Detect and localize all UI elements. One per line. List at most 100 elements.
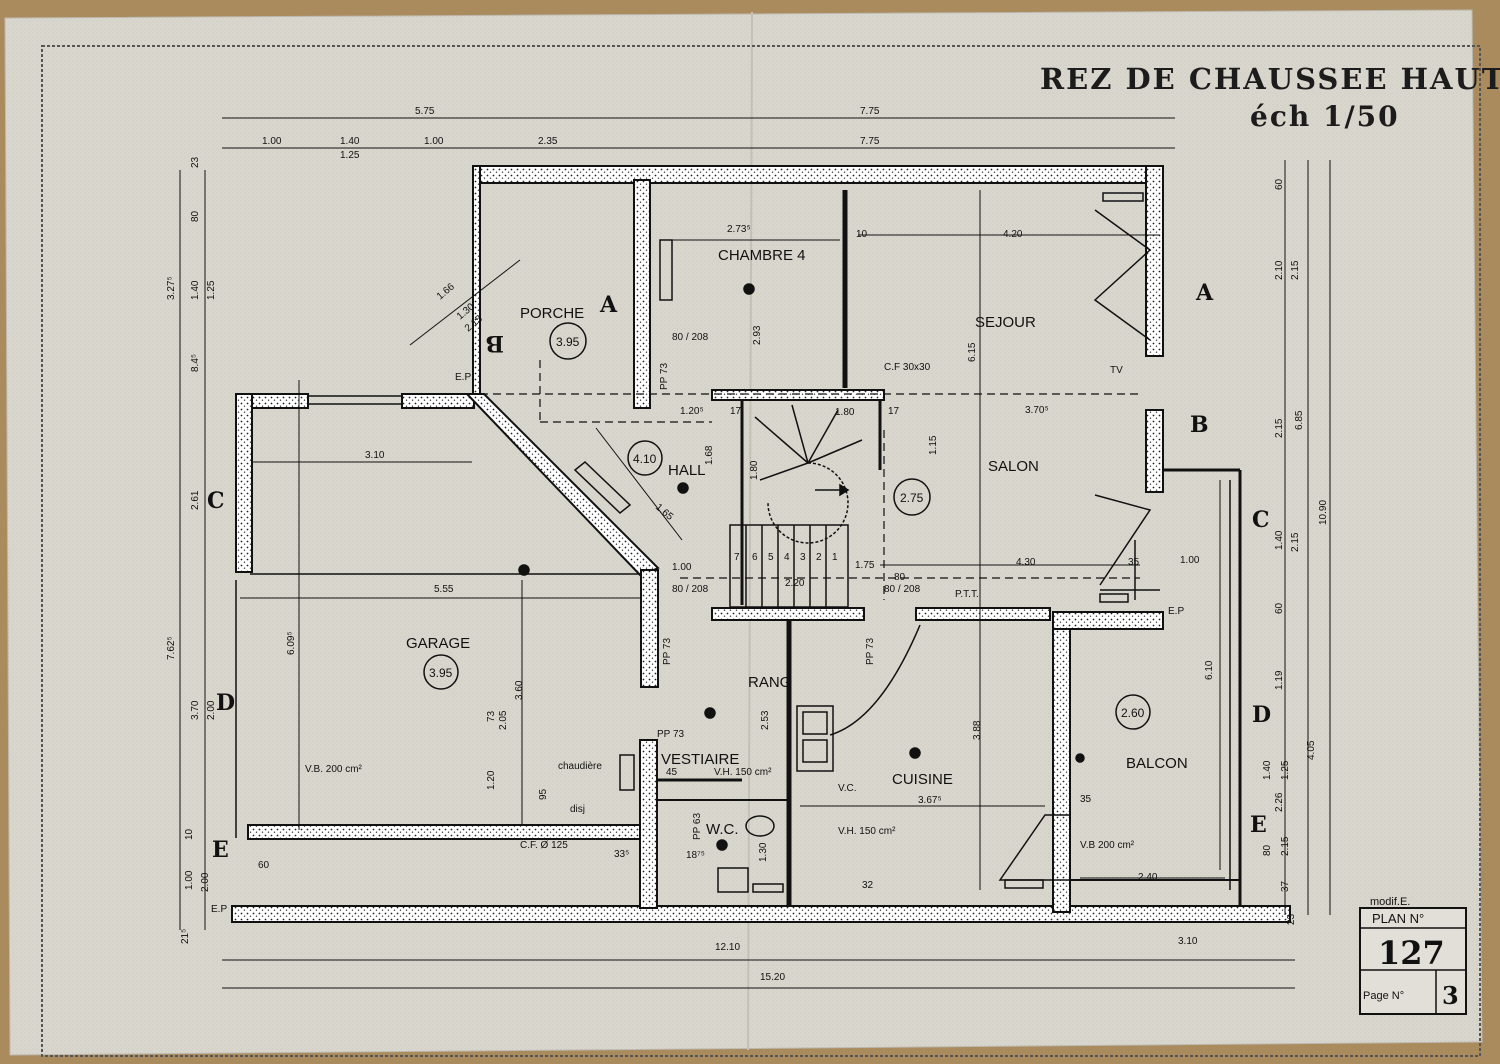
cartouche-modif: modif.E. xyxy=(1370,896,1410,908)
dim-top-125: 1.25 xyxy=(340,150,360,161)
dim-balcon-610: 6.10 xyxy=(1204,660,1215,680)
dim-kitchen-80: 80 xyxy=(894,572,906,583)
wall-bottom xyxy=(231,905,1291,923)
wall-garage-diagonal xyxy=(464,393,660,578)
wall-garage-top-right xyxy=(401,393,475,409)
annotation-vh-kitchen: V.H. 150 cm² xyxy=(838,826,896,837)
dim-top-775b: 7.75 xyxy=(860,136,880,147)
dim-salon-3705: 3.70⁵ xyxy=(1025,405,1049,416)
stair-step-numbers: 7 6 5 4 3 2 1 xyxy=(734,552,838,563)
sink-kitchen xyxy=(796,705,834,772)
room-chambre-label: CHAMBRE 4 xyxy=(718,247,806,264)
annotation-chaudiere: chaudière xyxy=(558,761,602,772)
dim-left-125: 1.25 xyxy=(206,280,217,300)
section-a-left: A xyxy=(599,292,618,318)
dim-left-23: 23 xyxy=(190,156,201,168)
annotation-pp73-garage: PP 73 xyxy=(662,638,673,665)
plan-title: REZ DE CHAUSSEE HAUT xyxy=(1040,62,1500,96)
section-c-left: C xyxy=(207,488,225,514)
dim-right-119: 1.19 xyxy=(1274,670,1285,690)
annotation-disj: disj xyxy=(570,804,585,815)
dim-garage-120: 1.20 xyxy=(486,770,497,790)
annotation-door-garage: 80 / 208 xyxy=(672,584,709,595)
level-sejour: 2.75 xyxy=(893,478,931,516)
dim-rang-253: 2.53 xyxy=(760,710,771,730)
annotation-vc: V.C. xyxy=(838,783,857,794)
dim-right-23: 23 xyxy=(1286,913,1297,925)
title-block: modif.E. PLAN N° 127 Page N° 3 xyxy=(1359,896,1467,1015)
stair-step-3: 3 xyxy=(800,552,806,563)
dim-bottom-310: 3.10 xyxy=(1178,936,1198,947)
wall-garage-left xyxy=(235,393,253,573)
section-a-right: A xyxy=(1195,280,1214,306)
cartouche-page-number: 3 xyxy=(1442,981,1459,1010)
annotation-tv: TV xyxy=(1110,365,1123,376)
dim-right-210: 2.10 xyxy=(1274,260,1285,280)
dim-chambre-2735: 2.73⁵ xyxy=(727,224,751,235)
dim-balcon-100: 1.00 xyxy=(1180,555,1200,566)
dim-left-215: 21⁵ xyxy=(180,929,191,944)
wall-stair-top xyxy=(711,389,885,401)
dim-right-60a: 60 xyxy=(1274,178,1285,190)
dim-wc-1875: 18⁷⁵ xyxy=(686,850,705,861)
dim-left-200b: 2.00 xyxy=(200,872,211,892)
level-garage: 3.95 xyxy=(423,654,459,690)
annotation-cf-30x30: C.F 30x30 xyxy=(884,362,931,373)
cartouche-plan-number: 127 xyxy=(1378,934,1445,972)
level-balcon-text: 2.60 xyxy=(1121,706,1145,720)
dim-left-261: 2.61 xyxy=(190,490,201,510)
dim-top-100a: 1.00 xyxy=(262,136,282,147)
wall-balcon-left xyxy=(1052,611,1071,913)
room-rang-label: RANG xyxy=(748,674,791,691)
dim-wc-130: 1.30 xyxy=(758,842,769,862)
section-d-right: D xyxy=(1252,702,1271,728)
stair-step-7: 7 xyxy=(734,552,740,563)
section-b-right: B xyxy=(1190,412,1209,438)
annotation-door-kitchen: 80 / 208 xyxy=(884,584,921,595)
dim-vest-335: 33⁵ xyxy=(614,849,629,860)
section-d-left: D xyxy=(216,690,235,716)
dim-stair-220: 2.20 xyxy=(785,578,805,589)
dim-top-575: 5.75 xyxy=(415,106,435,117)
radiator-hall xyxy=(573,461,632,514)
room-porche-label: PORCHE xyxy=(520,305,584,322)
dim-right-37: 37 xyxy=(1280,880,1291,892)
radiator-salon xyxy=(1099,593,1129,603)
dim-stair-180b: 1.80 xyxy=(749,460,760,480)
dim-garage-205: 2.05 xyxy=(498,710,509,730)
annotation-pp63: PP 63 xyxy=(692,813,703,840)
dim-left-80: 80 xyxy=(190,210,201,222)
level-garage-text: 3.95 xyxy=(429,666,453,680)
radiator-wc xyxy=(752,883,784,893)
dim-garage-6095: 6.09⁵ xyxy=(286,631,297,655)
dim-right-215d: 2.15 xyxy=(1280,836,1291,856)
annotation-ep-top: E.P xyxy=(455,372,471,383)
dim-balcon-240: 2.40 xyxy=(1138,872,1158,883)
wall-vestiaire-left xyxy=(639,739,658,909)
wall-garage-bottom xyxy=(247,824,643,840)
section-markers: A A B B C C D D E E xyxy=(207,280,1271,863)
room-garage-label: GARAGE xyxy=(406,635,470,652)
stair-step-4: 4 xyxy=(784,552,790,563)
window-salon xyxy=(1094,494,1152,586)
stair-step-6: 6 xyxy=(752,552,758,563)
radiator-balcon xyxy=(1004,879,1044,889)
wall-garage-right xyxy=(640,569,659,688)
wall-porche-right xyxy=(633,179,651,409)
level-sejour-text: 2.75 xyxy=(900,491,924,505)
dim-right-215b: 2.15 xyxy=(1274,418,1285,438)
dim-left-100: 1.00 xyxy=(184,870,195,890)
dim-garage-60: 60 xyxy=(258,860,270,871)
annotation-pp73-chambre: PP 73 xyxy=(659,363,670,390)
dim-garage-555: 5.55 xyxy=(434,584,454,595)
dim-sejour-10: 10 xyxy=(856,229,868,240)
dim-right-215c: 2.15 xyxy=(1290,532,1301,552)
wall-sejour-right-lower xyxy=(1145,409,1164,493)
dim-garage-95: 95 xyxy=(538,788,549,800)
dim-cuisine-3675: 3.67⁵ xyxy=(918,795,942,806)
boiler xyxy=(619,754,635,791)
room-vestiaire-label: VESTIAIRE xyxy=(661,751,739,768)
dim-chambre-293: 2.93 xyxy=(752,325,763,345)
dim-right-226: 2.26 xyxy=(1274,792,1285,812)
section-e-left: E xyxy=(212,837,229,863)
